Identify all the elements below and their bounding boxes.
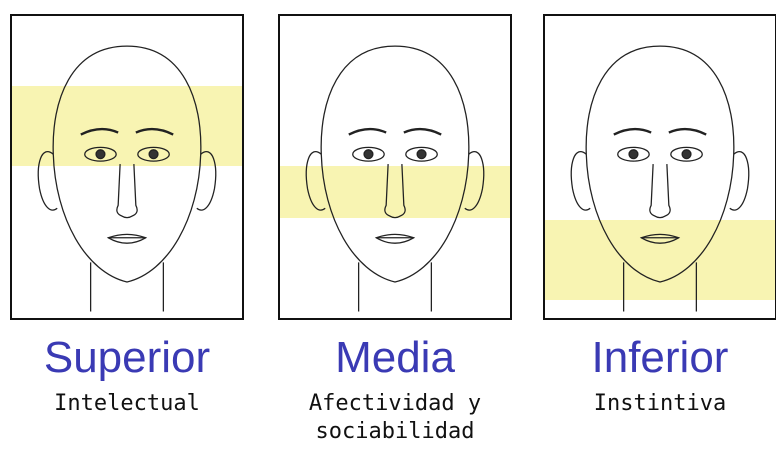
face-panel-inferior — [543, 14, 776, 320]
highlight-band-inferior — [545, 220, 775, 300]
face-outline-icon — [37, 45, 217, 312]
subtitle-media: Afectividad y sociabilidad — [308, 391, 482, 444]
title-media: Media — [335, 333, 455, 382]
subtitle-superior: Intelectual — [54, 391, 200, 416]
face-outline-icon — [305, 45, 485, 312]
face-outline-icon — [570, 45, 750, 312]
face-panel-superior — [10, 14, 244, 320]
title-superior: Superior — [43, 333, 211, 382]
subtitle-inferior: Instintiva — [593, 391, 727, 416]
face-panel-media — [278, 14, 512, 320]
title-inferior: Inferior — [591, 333, 729, 382]
